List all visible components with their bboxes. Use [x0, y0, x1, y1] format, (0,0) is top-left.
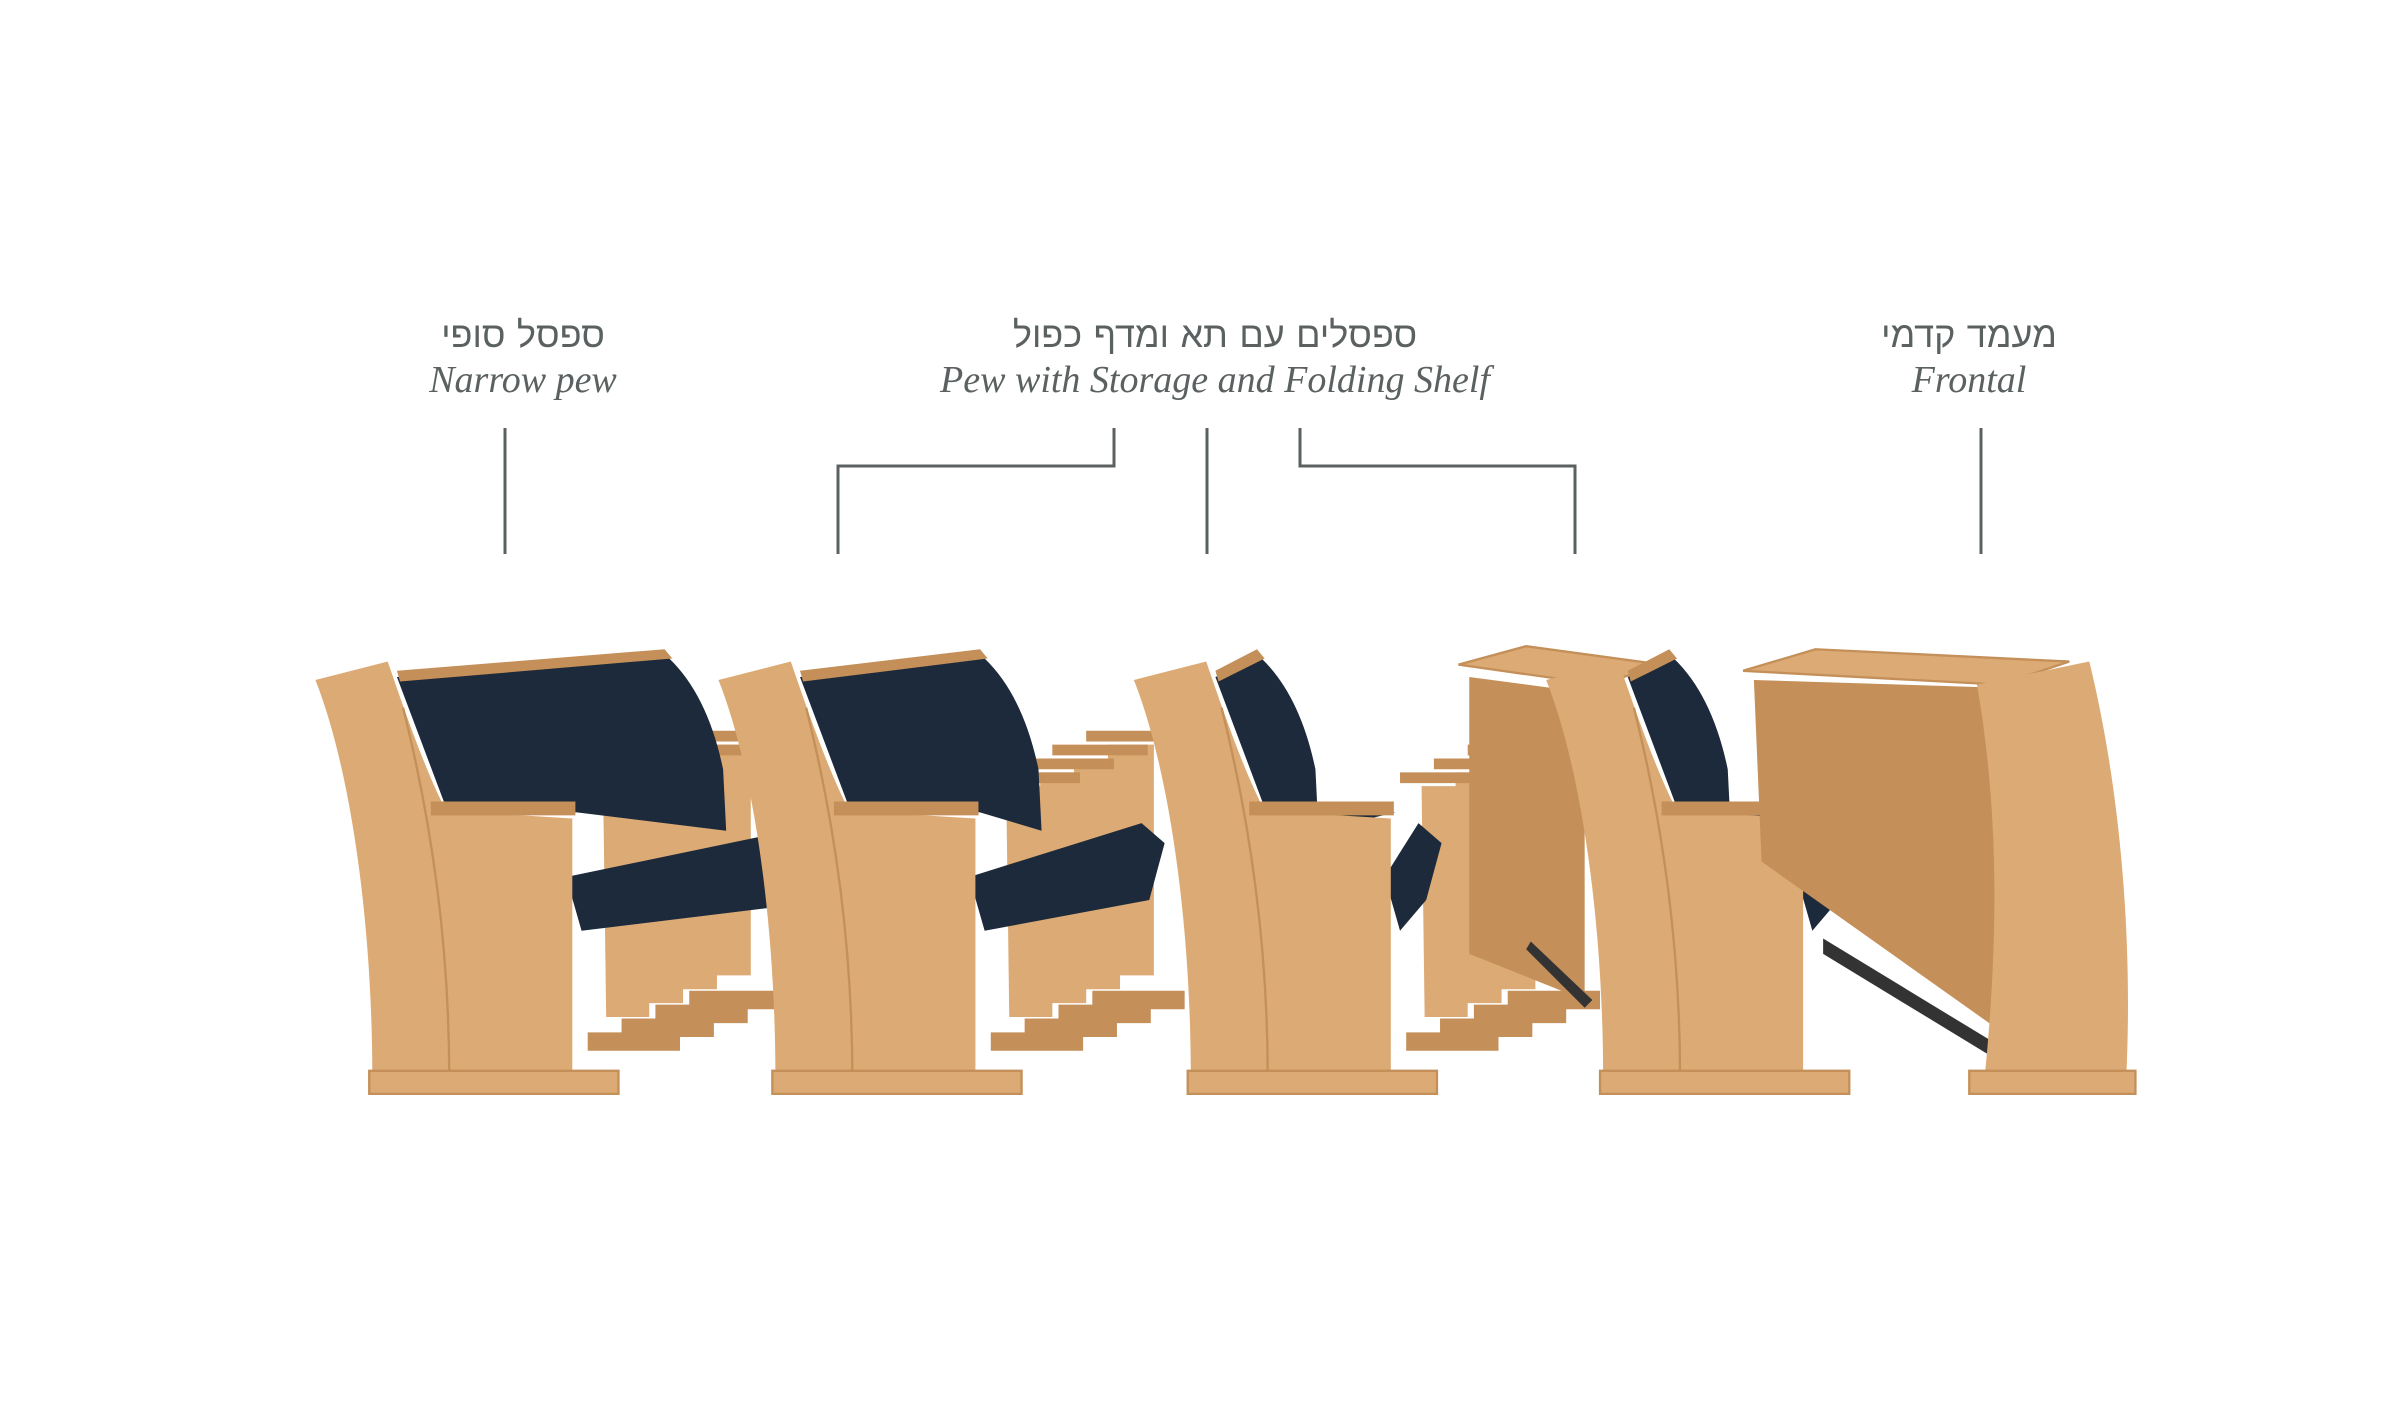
storage-pew-1: [718, 649, 1185, 1096]
folding-shelf-desk: [1458, 644, 1662, 1008]
seat-cushion: [969, 823, 1165, 931]
backrest-cushion: [1215, 658, 1396, 831]
label-storage-pew-hebrew: ספסלים עם תא ומדף כפול: [1012, 315, 1418, 356]
backrest-cushion: [800, 658, 1042, 831]
end-panel: [1133, 661, 1391, 1077]
frontal-front: [1753, 680, 2001, 1031]
backrest-cushion: [396, 658, 727, 831]
frontal-stand: [1742, 648, 2137, 1096]
end-panel-seam: [805, 707, 854, 1077]
frontal-top: [1742, 648, 2070, 686]
label-frontal-hebrew: מעמד קדמי: [1881, 315, 2057, 356]
label-frontal-english: Frontal: [1911, 359, 2027, 401]
label-narrow-pew-english: Narrow pew: [429, 359, 617, 401]
rear-end-panel: [1421, 786, 1468, 1017]
footrest-bar: [1526, 941, 1593, 1008]
support-foot: [587, 1032, 681, 1051]
desk-front: [1469, 676, 1585, 1001]
armrest: [430, 801, 576, 816]
end-panel-seam: [1220, 707, 1269, 1077]
end-panel: [1546, 661, 1804, 1077]
support-foot: [1406, 1032, 1499, 1051]
leader-bracket-right: [1298, 428, 1577, 554]
frontal-footrest-bar: [1823, 938, 2001, 1062]
end-panel-seam: [401, 707, 451, 1077]
leader-bracket-left: [836, 428, 1116, 554]
label-storage-pew-english: Pew with Storage and Folding Shelf: [940, 359, 1490, 401]
backrest-top-rail: [1627, 649, 1677, 682]
backrest-top-rail: [1215, 649, 1265, 682]
end-panel: [718, 661, 976, 1077]
support-foot: [990, 1032, 1084, 1051]
label-narrow-pew-hebrew: ספסל סופי: [441, 315, 605, 356]
end-panel: [315, 661, 573, 1077]
rear-armrest: [1018, 758, 1114, 770]
armrest: [1249, 801, 1394, 816]
base-plinth: [1186, 1069, 1439, 1096]
backrest-cushion: [1627, 658, 1808, 831]
base-plinth: [1598, 1069, 1851, 1096]
seat-cushion: [1384, 823, 1442, 931]
end-panel-seam: [1632, 707, 1682, 1077]
frontal-base: [1968, 1069, 2137, 1096]
frontal-end-panel: [1976, 661, 2128, 1077]
storage-pew-3: [1546, 649, 1854, 1096]
armrest: [833, 801, 979, 816]
backrest-top-rail: [396, 649, 673, 682]
base-plinth: [368, 1069, 620, 1096]
base-plinth: [771, 1069, 1023, 1096]
rear-armrest: [1052, 744, 1148, 756]
backrest-top-rail: [800, 649, 988, 682]
